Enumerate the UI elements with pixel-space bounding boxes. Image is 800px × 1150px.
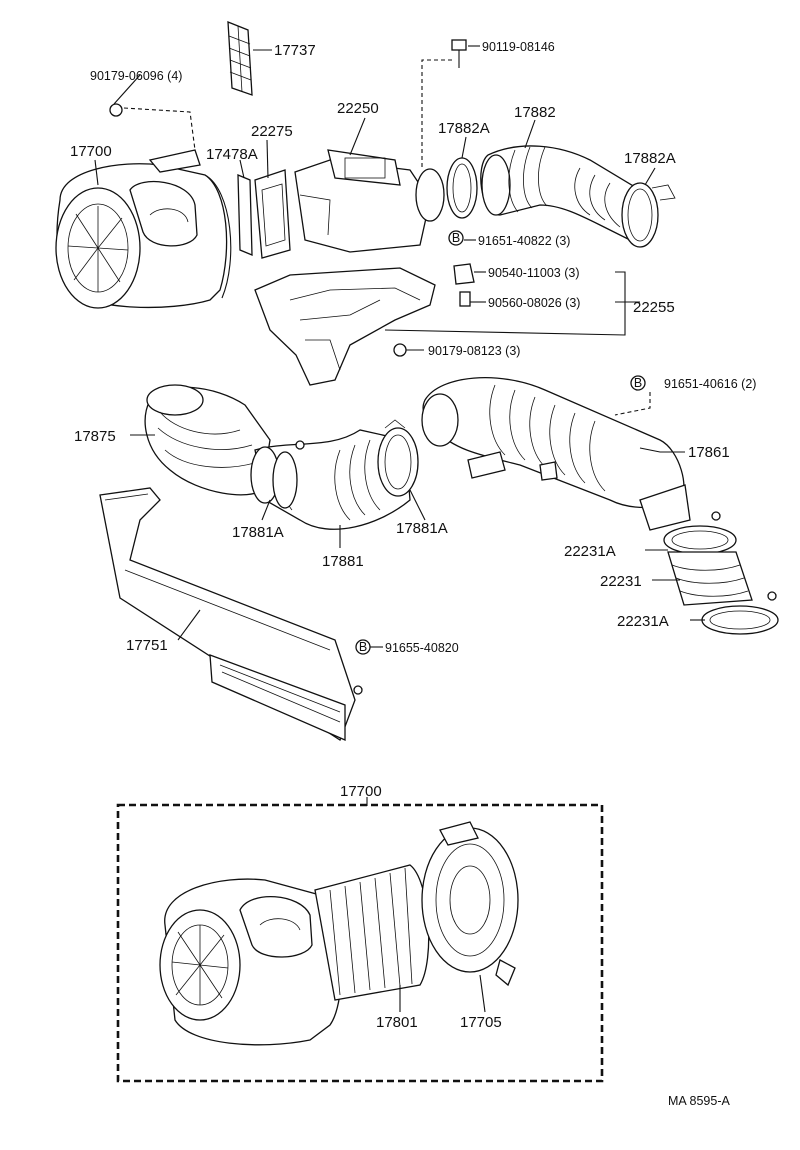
bolt-90119-08146 <box>421 39 467 170</box>
resonator-hose-17875 <box>144 384 271 496</box>
label-17751: 17751 <box>126 637 168 654</box>
intake-duct-17751 <box>99 487 363 741</box>
airflow-meter-22250 <box>294 149 445 253</box>
air-hose-17882 <box>480 145 656 246</box>
label-22255: 22255 <box>633 299 675 316</box>
label-17881A-left: 17881A <box>232 524 284 541</box>
label-17737: 17737 <box>274 42 316 59</box>
bolt-marker-B: B <box>452 231 460 245</box>
bolt-marker-91655-40820: B <box>355 639 371 655</box>
hose-clamp-17881A-right <box>377 419 419 497</box>
grommet-90540-11003 <box>453 263 475 285</box>
figure-code: MA 8595-A <box>668 1094 731 1108</box>
label-91651-40822: 91651-40822 (3) <box>478 234 570 248</box>
air-cleaner-assembly <box>55 149 232 309</box>
boot-22231 <box>667 551 753 606</box>
label-22231: 22231 <box>600 573 642 590</box>
label-17700-top: 17700 <box>70 143 112 160</box>
plate-22275 <box>254 169 291 259</box>
bolt-marker-91651-40616: B <box>630 375 646 391</box>
label-17881A-right: 17881A <box>396 520 448 537</box>
bolt-marker-B: B <box>359 640 367 654</box>
label-17875: 17875 <box>74 428 116 445</box>
label-22231A-lower: 22231A <box>617 613 669 630</box>
labels: 90179-06096 (4) 17737 90119-08146 22250 … <box>70 40 756 1108</box>
gasket-17478A <box>237 174 253 256</box>
label-17478A: 17478A <box>206 146 258 163</box>
bolt-marker-B: B <box>634 376 642 390</box>
nut-90179-08123 <box>393 343 407 357</box>
bolt-91651-40822: B <box>448 230 464 246</box>
label-17700-box: 17700 <box>340 783 382 800</box>
nut-90179-06096 <box>109 103 196 151</box>
label-22250: 22250 <box>337 100 379 117</box>
intake-hose-17861 <box>421 377 691 531</box>
label-91651-40616: 91651-40616 (2) <box>664 377 756 391</box>
label-17861: 17861 <box>688 444 730 461</box>
label-17881: 17881 <box>322 553 364 570</box>
assembly-box <box>116 803 604 1083</box>
label-90119-08146: 90119-08146 <box>482 40 555 54</box>
leader-lines <box>94 45 705 648</box>
label-17882A-right: 17882A <box>624 150 676 167</box>
label-17705: 17705 <box>460 1014 502 1031</box>
case-17705 <box>421 821 519 987</box>
label-90179-08123: 90179-08123 (3) <box>428 344 520 358</box>
screen-17737 <box>227 21 253 96</box>
label-17882: 17882 <box>514 104 556 121</box>
hose-clamp-17881A-left <box>272 440 305 509</box>
bracket-22255 <box>254 267 436 386</box>
label-90540-11003: 90540-11003 (3) <box>488 266 580 280</box>
label-22275: 22275 <box>251 123 293 140</box>
clamp-22231A-lower <box>701 591 779 635</box>
label-17801: 17801 <box>376 1014 418 1031</box>
label-22231A-upper: 22231A <box>564 543 616 560</box>
clamp-22231A-upper <box>663 511 737 555</box>
label-17882A-left: 17882A <box>438 120 490 137</box>
label-90560-08026: 90560-08026 (3) <box>488 296 580 310</box>
hose-clamp-17882A-left <box>446 157 478 219</box>
label-90179-06096: 90179-06096 (4) <box>90 69 182 83</box>
filter-element-17801 <box>314 864 430 1001</box>
hose-clamp-17882A-right <box>621 182 676 248</box>
air-cleaner-cap <box>159 878 343 1046</box>
collar-90560-08026 <box>459 291 471 307</box>
label-91655-40820: 91655-40820 <box>385 641 459 655</box>
